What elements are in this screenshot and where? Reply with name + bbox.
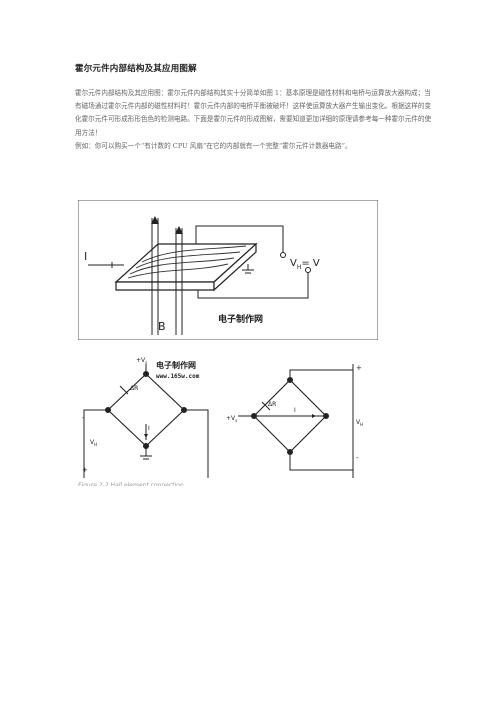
hall-plate-side — [115, 281, 215, 291]
hall-plate-figure: I VH= V B 电子制作网 — [78, 200, 378, 340]
watermark-url: www.165w.com — [156, 373, 200, 380]
vh-label: V — [290, 258, 297, 269]
right-bridge-circuit: I +Vs ΔR + VH - — [226, 364, 363, 478]
svg-text:VH: VH — [90, 439, 97, 447]
paragraph-intro: 霍尔元件内部结构及其应用图：霍尔元件内部结构其实十分简单如图 1：基本原理是磁性… — [75, 89, 432, 137]
svg-text:+: + — [356, 364, 362, 372]
watermark: 电子制作网 — [156, 360, 196, 370]
figure-caption: Figure 2-2 Hall element connection — [78, 482, 184, 486]
svg-text:ΔR: ΔR — [130, 385, 138, 392]
svg-text:-: - — [82, 414, 85, 422]
svg-text:-: - — [356, 454, 359, 462]
vh-sub: H — [297, 264, 302, 271]
watermark: 电子制作网 — [218, 313, 263, 325]
svg-text:ΔR: ΔR — [268, 401, 276, 408]
vh-suffix: = V — [301, 258, 320, 269]
field-label: B — [158, 320, 166, 333]
left-bridge-circuit: +Vs I ΔR - VH + — [82, 357, 209, 478]
svg-text:I: I — [148, 425, 150, 432]
current-label: I — [84, 250, 87, 263]
svg-text:+Vs: +Vs — [136, 357, 147, 365]
bridge-circuit-figure: 电子制作网 www.165w.com +Vs I ΔR - VH + — [78, 350, 380, 482]
svg-text:+: + — [82, 466, 88, 474]
svg-text:VH: VH — [356, 419, 363, 427]
body-text: 霍尔元件内部结构及其应用图：霍尔元件内部结构其实十分简单如图 1：基本原理是磁性… — [75, 87, 435, 153]
page-title: 霍尔元件内部结构及其应用图解 — [75, 64, 197, 74]
svg-text:VH= V: VH= V — [290, 258, 320, 271]
paragraph-example: 例如：你可以购买一个“有计数的 CPU 风扇”在它的内部就有一个完整“霍尔元件计… — [75, 141, 352, 150]
svg-text:+Vs: +Vs — [226, 415, 237, 423]
svg-text:I: I — [294, 407, 296, 414]
